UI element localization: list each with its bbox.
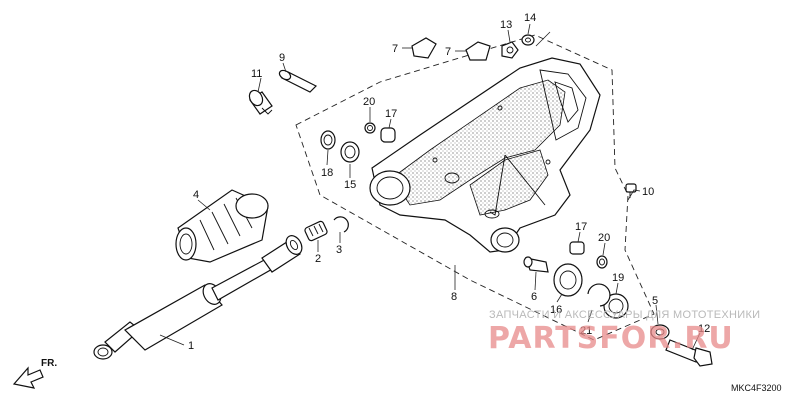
swingarm (369, 57, 601, 253)
callout-12: 12 (698, 323, 710, 335)
callout-2: 2 (315, 253, 321, 265)
callout-21: 21 (580, 325, 592, 337)
callout-14: 14 (524, 12, 536, 24)
watermark-tagline: ЗАПЧАСТИ И АКСЕССУАРЫ ДЛЯ МОТОТЕХНИКИ (489, 309, 760, 321)
callout-17-left: 17 (385, 108, 397, 120)
callout-19: 19 (612, 272, 624, 284)
pivot-collar (523, 256, 549, 273)
callout-4: 4 (193, 189, 199, 201)
collar-left (364, 122, 376, 134)
seal-left (320, 130, 336, 150)
washer-top (521, 34, 535, 46)
bearing-left (340, 141, 360, 163)
pivot-pin (278, 69, 318, 93)
diagram-code: MKC4F3200 (731, 383, 782, 393)
callout-11: 11 (251, 68, 262, 80)
callout-7-left: 7 (392, 43, 398, 55)
callout-16: 16 (550, 304, 562, 316)
pivot-bolt (665, 339, 713, 367)
callout-1: 1 (188, 340, 194, 352)
callout-13: 13 (500, 19, 512, 31)
needle-bearing-right (569, 241, 585, 255)
cap-left (411, 37, 437, 59)
front-arrow-icon (12, 366, 44, 389)
callout-5: 5 (652, 295, 658, 307)
callout-20-left: 20 (363, 96, 375, 108)
circlip-right (587, 283, 611, 307)
spring (304, 220, 328, 242)
drive-shaft (93, 235, 303, 360)
front-label: FR. (41, 358, 57, 369)
bearing-right (553, 263, 583, 297)
circlip-left (333, 216, 349, 233)
callout-10: 10 (642, 186, 654, 198)
callout-9: 9 (279, 52, 285, 64)
leader-lines (159, 23, 701, 351)
callout-8: 8 (451, 291, 457, 303)
grease-fitting (625, 183, 637, 198)
washer-bottom (650, 324, 670, 340)
callout-18: 18 (321, 167, 333, 179)
callout-3: 3 (336, 244, 342, 256)
callout-15: 15 (344, 179, 356, 191)
watermark-brand: PARTSFOR.RU (488, 321, 734, 356)
callout-7-right: 7 (445, 46, 451, 58)
adjusting-bolt (248, 89, 273, 115)
callout-20-right: 20 (598, 232, 610, 244)
callout-6: 6 (531, 291, 537, 303)
callout-17-right: 17 (575, 221, 587, 233)
nut (501, 41, 519, 59)
cap-right (465, 41, 491, 61)
collar-right (596, 255, 608, 269)
needle-bearing-left (380, 127, 396, 143)
dust-boot (175, 189, 269, 263)
